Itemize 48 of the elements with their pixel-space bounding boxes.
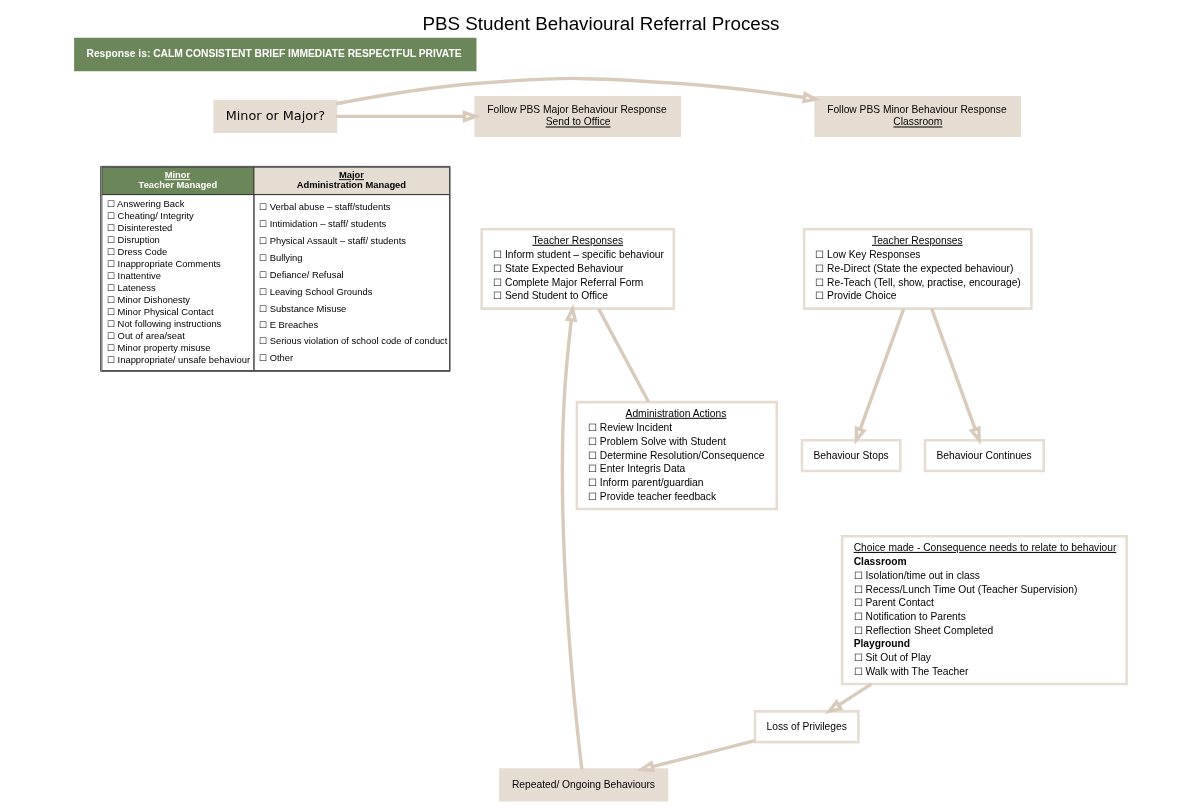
node-box: Behaviour Continues (923, 438, 1045, 473)
label: ☐ Bullying (259, 252, 303, 264)
arrow (560, 303, 584, 770)
node-box: Teacher Responses ☐ Low Key Responses ☐ Re-Direct (State the expected behaviour) ☐ Re-Teach (Tell, show, practise, encourage) ☐ Provide Choice (802, 227, 1033, 310)
label: ☐ Cheating/ Integrity (107, 210, 194, 222)
label: ☐ Intimidation – staff/ students (259, 217, 387, 229)
label: ☐ Minor property misuse (107, 341, 211, 353)
label: Minor (164, 169, 191, 181)
arrow (824, 682, 873, 715)
label: ☐ Out of area/seat (107, 329, 185, 341)
arrow (636, 739, 756, 773)
connector (597, 307, 651, 403)
label: ☐ Disruption (107, 234, 160, 246)
node-box: Administration Actions ☐ Review Incident ☐ Problem Solve with Student ☐ Determine Resolution/Consequence ☐ Enter Integris Data ☐ Inform parent/guardian ☐ Provide teacher feedback (575, 400, 779, 511)
arrow (335, 76, 821, 106)
label: ☐ Not following instructions (107, 317, 222, 329)
arrow (336, 110, 481, 123)
node-box: Repeated/ Ongoing Behaviours (499, 768, 669, 802)
label: Teacher Managed (138, 178, 218, 190)
node-box: Response is: CALM CONSISTENT BRIEF IMMEDIATE RESPECTFUL PRIVATE (74, 37, 477, 72)
label: ☐ Physical Assault – staff/ students (259, 234, 407, 246)
label: ☐ Serious violation of school code of conduct (259, 335, 448, 347)
label: ☐ Substance Misuse (259, 302, 347, 314)
diagram-title: PBS Student Behavioural Referral Process (422, 13, 780, 35)
label: ☐ Lateness (107, 281, 156, 293)
label: ☐ Answering Back (107, 198, 185, 210)
label: ☐ Inappropriate/ unsafe behaviour (107, 353, 251, 365)
label: ☐ Minor Dishonesty (107, 293, 191, 305)
arrow (930, 308, 981, 445)
node-box: Choice made - Consequence needs to relate to behaviour Classroom ☐ Isolation/time out in class ☐ Recess/Lunch Time Out (Teacher Supervision) ☐ Parent Contact ☐ Notification to Parents ☐ Reflection Sheet Completed Playground ☐ Sit Out of Play ☐ Walk with The Teacher (840, 535, 1128, 686)
node-box: Follow PBS Major Behaviour Response Send to Office (474, 95, 682, 137)
label: ☐ Inattentive (107, 269, 161, 281)
arrow (854, 308, 906, 445)
label: ☐ Leaving School Grounds (259, 286, 373, 298)
node-box: Behaviour Stops (800, 438, 902, 473)
label: ☐ Inappropriate Comments (107, 258, 221, 270)
node-box: Minor or Major? (213, 99, 338, 134)
label: ☐ Verbal abuse – staff/students (259, 200, 391, 212)
label: ☐ Disinterested (107, 222, 173, 234)
node-box: Teacher Responses ☐ Inform student – specific behaviour ☐ State Expected Behaviour ☐ Complete Major Referral Form ☐ Send Student to Office (480, 227, 676, 310)
node-box: Loss of Privileges (753, 710, 860, 744)
node-box: Follow PBS Minor Behaviour Response Classroom (814, 95, 1022, 137)
label: ☐ E Breaches (259, 319, 319, 331)
label: ☐ Other (259, 351, 294, 363)
label: Major (338, 169, 364, 181)
label: ☐ Defiance/ Refusal (259, 269, 344, 281)
label: ☐ Dress Code (107, 246, 168, 258)
label: ☐ Minor Physical Contact (107, 305, 214, 317)
